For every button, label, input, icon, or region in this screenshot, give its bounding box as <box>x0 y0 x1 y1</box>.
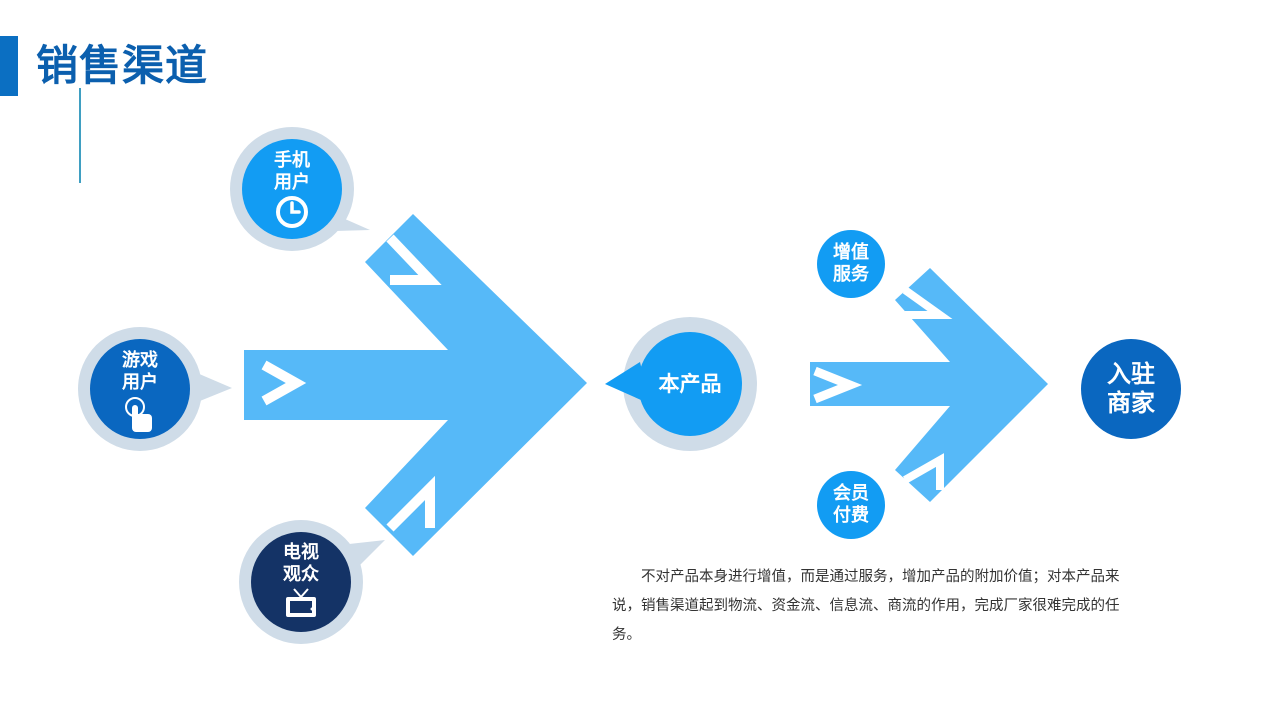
bubble-tv-viewers <box>239 520 385 644</box>
label-line: 商家 <box>1107 388 1155 417</box>
big-arrow-left <box>244 214 587 556</box>
label-line: 观众 <box>283 564 319 585</box>
label-line: 会员 <box>833 483 869 505</box>
label-line: 用户 <box>274 172 310 193</box>
clock-icon <box>276 196 308 228</box>
title-divider <box>79 88 81 183</box>
label-merchant: 入驻 商家 <box>1086 357 1176 421</box>
tv-icon <box>286 588 316 617</box>
label-product: 本产品 <box>640 366 740 402</box>
bubble-mobile-users <box>230 127 370 251</box>
title-accent-bar <box>0 36 18 96</box>
label-tv-viewers: 电视 观众 <box>261 540 341 588</box>
description-paragraph: 不对产品本身进行增值，而是通过服务，增加产品的附加价值；对本产品来说，销售渠道起… <box>612 569 1120 643</box>
label-game-users: 游戏 用户 <box>100 348 180 396</box>
label-line: 电视 <box>283 542 319 564</box>
bubble-membership <box>817 471 885 539</box>
bubble-game-users <box>78 327 232 451</box>
label-mobile-users: 手机 用户 <box>252 148 332 196</box>
label-line: 付费 <box>833 505 869 526</box>
bubble-value-added <box>817 230 885 298</box>
label-membership: 会员 付费 <box>816 481 886 529</box>
label-line: 游戏 <box>122 350 158 372</box>
label-line: 增值 <box>833 242 869 264</box>
label-value-added: 增值 服务 <box>816 240 886 288</box>
label-line: 手机 <box>274 150 310 172</box>
small-arrow-right <box>810 268 1048 502</box>
bubble-product <box>605 317 757 451</box>
label-line: 服务 <box>833 264 869 285</box>
label-line: 入驻 <box>1107 359 1155 389</box>
label-line: 用户 <box>122 372 158 393</box>
label-line: 本产品 <box>658 371 722 397</box>
bubble-merchant <box>1081 339 1181 439</box>
page-title: 销售渠道 <box>36 41 209 90</box>
tap-hand-icon <box>125 397 152 432</box>
